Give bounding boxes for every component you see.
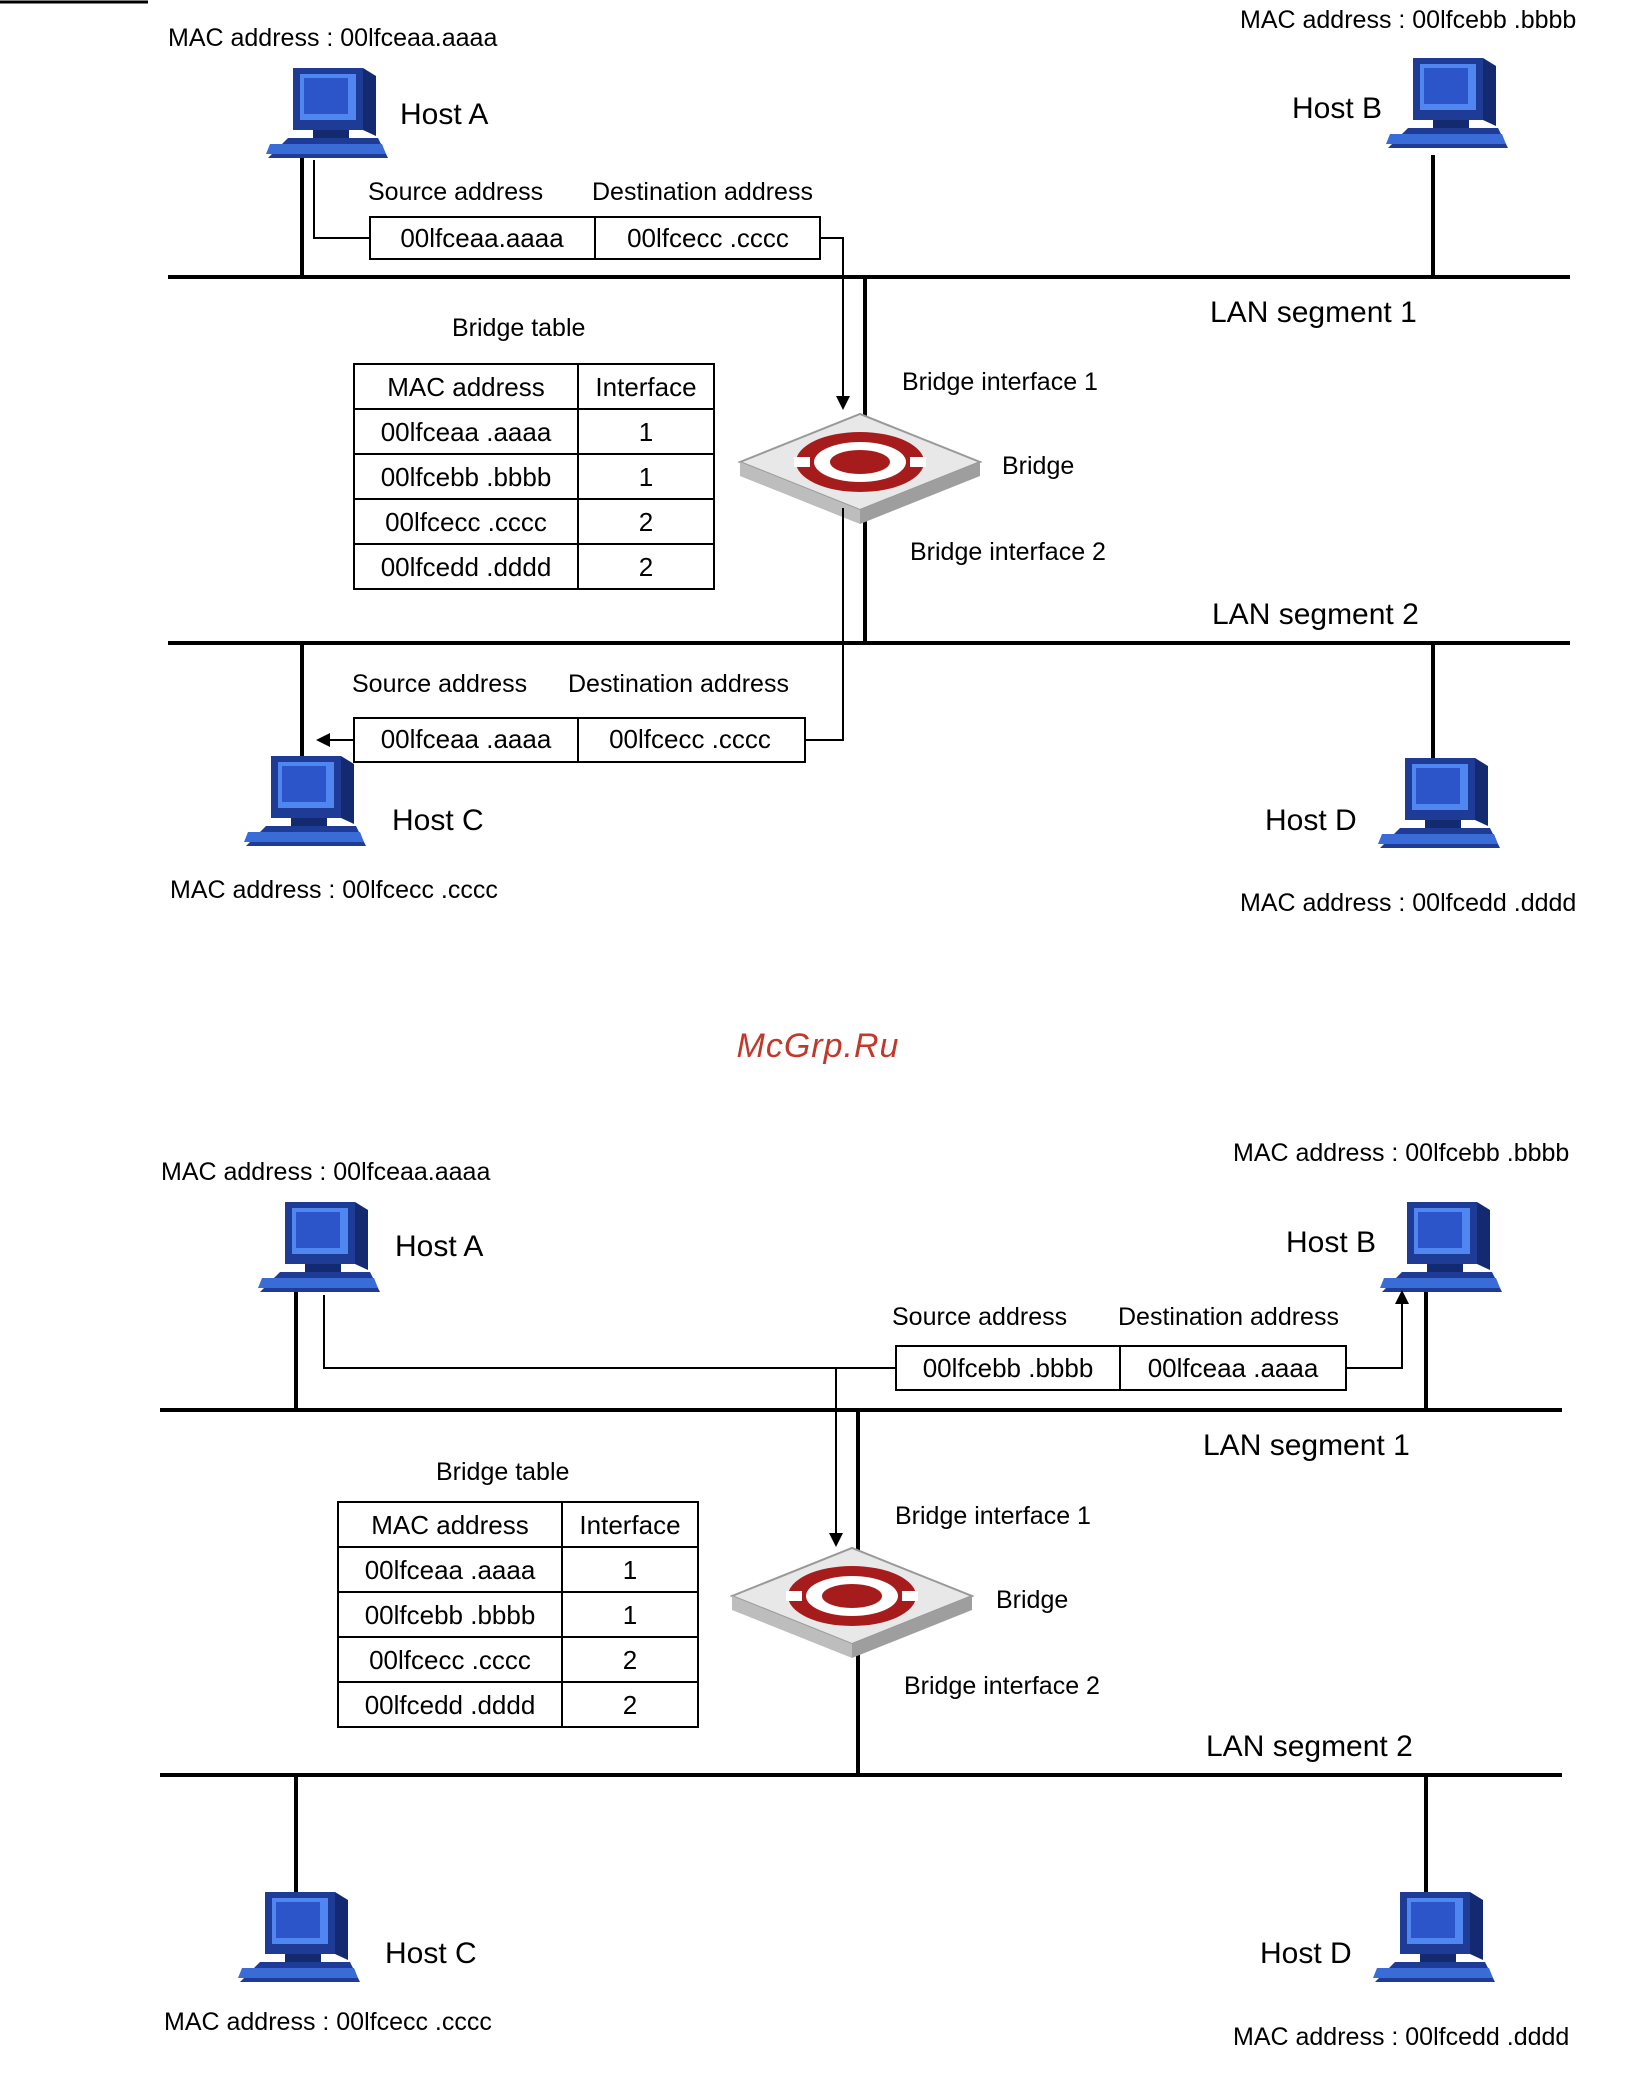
host-d-mac: MAC address : 00lfcedd .dddd: [1240, 889, 1576, 917]
table-header-interface: Interface: [595, 372, 696, 402]
diagram-2: MAC address : 00lfceaa.aaaa Host A MAC a…: [160, 1139, 1569, 2051]
host-c-mac: MAC address : 00lfcecc .cccc: [170, 876, 498, 904]
host-c-label: Host C: [385, 1937, 477, 1970]
lan-segment-1-label: LAN segment 1: [1203, 1429, 1410, 1462]
host-d-label: Host D: [1265, 804, 1357, 837]
path-bridge-to-frame: [805, 508, 844, 741]
path-host-a-to-frame: [323, 1295, 896, 1369]
frame-source-value: 00lfceaa.aaaa: [400, 223, 564, 253]
table-cell: 1: [639, 462, 653, 492]
table-cell: 00lfcecc .cccc: [369, 1645, 531, 1675]
bridge-icon: [739, 413, 981, 525]
watermark: McGrp.Ru: [737, 1027, 900, 1065]
host-d-mac: MAC address : 00lfcedd .dddd: [1233, 2023, 1569, 2051]
bridge-table-title: Bridge table: [436, 1458, 569, 1486]
lan-segment-2-label: LAN segment 2: [1212, 598, 1419, 631]
bridge-interface-1-label: Bridge interface 1: [895, 1502, 1091, 1530]
bridge-label: Bridge: [996, 1586, 1068, 1614]
table-cell: 2: [623, 1690, 637, 1720]
frame-source-value: 00lfcebb .bbbb: [923, 1353, 1094, 1383]
table-cell: 2: [639, 507, 653, 537]
frame-source-label: Source address: [352, 670, 527, 698]
diagram-1: MAC address : 00lfceaa.aaaa Host A MAC a…: [168, 6, 1576, 917]
frame-destination-value: 00lfcecc .cccc: [627, 223, 789, 253]
host-a-label: Host A: [400, 98, 488, 131]
bridge-interface-1-label: Bridge interface 1: [902, 368, 1098, 396]
frame-top: 00lfceaa.aaaa 00lfcecc .cccc: [369, 216, 821, 260]
host-b-mac: MAC address : 00lfcebb .bbbb: [1240, 6, 1576, 34]
host-d-computer-icon: [1378, 758, 1500, 848]
table-cell: 1: [639, 417, 653, 447]
bridge-table-title: Bridge table: [452, 314, 585, 342]
host-a-computer-icon: [266, 68, 388, 158]
table-cell: 1: [623, 1600, 637, 1630]
host-a-mac: MAC address : 00lfceaa.aaaa: [161, 1158, 490, 1186]
host-b-computer-icon: [1380, 1202, 1502, 1292]
host-c-computer-icon: [244, 756, 366, 846]
table-header-mac: MAC address: [387, 372, 545, 402]
host-c-label: Host C: [392, 804, 484, 837]
frame-destination-label: Destination address: [1118, 1303, 1339, 1331]
host-a-mac: MAC address : 00lfceaa.aaaa: [168, 24, 497, 52]
frame-source-label: Source address: [368, 178, 543, 206]
path-frame-to-host-b: [1346, 1290, 1409, 1369]
host-d-computer-icon: [1373, 1892, 1495, 1982]
lan-segment-2-label: LAN segment 2: [1206, 1730, 1413, 1763]
table-cell: 1: [623, 1555, 637, 1585]
table-cell: 00lfcedd .dddd: [365, 1690, 536, 1720]
table-cell: 2: [623, 1645, 637, 1675]
host-c-mac: MAC address : 00lfcecc .cccc: [164, 2008, 492, 2036]
host-c-computer-icon: [238, 1892, 360, 1982]
bridge-table: MAC address Interface 00lfceaa .aaaa 1 0…: [337, 1501, 699, 1728]
table-cell: 00lfcebb .bbbb: [365, 1600, 536, 1630]
host-d-label: Host D: [1260, 1937, 1352, 1970]
host-b-label: Host B: [1292, 92, 1382, 125]
frame-destination-value: 00lfceaa .aaaa: [1148, 1353, 1319, 1383]
path-host-a-to-frame: [313, 160, 370, 239]
bridge-interface-2-label: Bridge interface 2: [904, 1672, 1100, 1700]
table-cell: 00lfcebb .bbbb: [381, 462, 552, 492]
bridge-icon: [731, 1547, 973, 1659]
table-cell: 2: [639, 552, 653, 582]
table-cell: 00lfceaa .aaaa: [381, 417, 552, 447]
host-b-label: Host B: [1286, 1226, 1376, 1259]
frame-source-label: Source address: [892, 1303, 1067, 1331]
frame-source-value: 00lfceaa .aaaa: [381, 724, 552, 754]
host-a-computer-icon: [258, 1202, 380, 1292]
table-cell: 00lfceaa .aaaa: [365, 1555, 536, 1585]
path-frame-to-bridge: [820, 237, 850, 410]
bridge-table: MAC address Interface 00lfceaa .aaaa 1 0…: [353, 363, 715, 590]
table-cell: 00lfcedd .dddd: [381, 552, 552, 582]
lan-segment-1-label: LAN segment 1: [1210, 296, 1417, 329]
bridge-interface-2-label: Bridge interface 2: [910, 538, 1106, 566]
bridge-label: Bridge: [1002, 452, 1074, 480]
host-a-label: Host A: [395, 1230, 483, 1263]
frame-destination-label: Destination address: [592, 178, 813, 206]
table-header-interface: Interface: [579, 1510, 680, 1540]
table-cell: 00lfcecc .cccc: [385, 507, 547, 537]
frame: 00lfcebb .bbbb 00lfceaa .aaaa: [895, 1345, 1347, 1391]
frame-bottom: 00lfceaa .aaaa 00lfcecc .cccc: [353, 717, 806, 763]
frame-destination-label: Destination address: [568, 670, 789, 698]
host-b-mac: MAC address : 00lfcebb .bbbb: [1233, 1139, 1569, 1167]
host-b-computer-icon: [1386, 58, 1508, 148]
table-header-mac: MAC address: [371, 1510, 529, 1540]
frame-destination-value: 00lfcecc .cccc: [609, 724, 771, 754]
